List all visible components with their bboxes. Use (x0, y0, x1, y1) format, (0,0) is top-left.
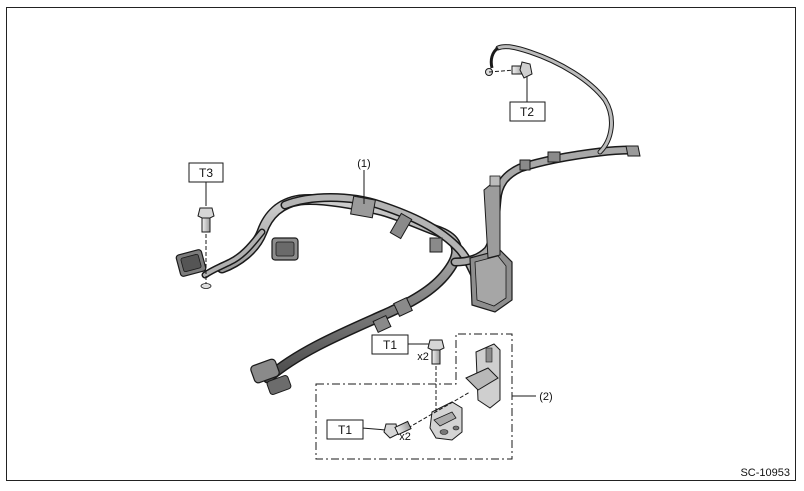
quantity-label-upper: x2 (417, 351, 429, 363)
diagram-frame (6, 7, 796, 481)
callout-box-t2 (509, 101, 546, 122)
callout-t1-upper: T1 (383, 338, 397, 352)
bolt-t1-upper (408, 339, 445, 412)
callout-box-t1-upper (371, 334, 409, 355)
callout-box-t1-lower (326, 419, 364, 440)
callout-t1-lower: T1 (338, 423, 352, 437)
callout-t3: T3 (199, 166, 213, 180)
bolt-t2 (488, 61, 533, 102)
figure-id: SC-10953 (740, 467, 790, 479)
bolt-t1-lower (361, 420, 412, 439)
quantity-label-lower: x2 (399, 431, 411, 443)
bolt-t3 (197, 182, 215, 289)
part-label-2: (2) (539, 391, 552, 403)
bracket-group-box (315, 333, 513, 460)
part-label-1: (1) (357, 158, 370, 170)
lower-bracket (407, 391, 471, 441)
callout-box-t3 (188, 162, 224, 183)
wiring-harness (175, 44, 641, 395)
callout-t2: T2 (520, 105, 534, 119)
upper-bracket (465, 343, 501, 409)
